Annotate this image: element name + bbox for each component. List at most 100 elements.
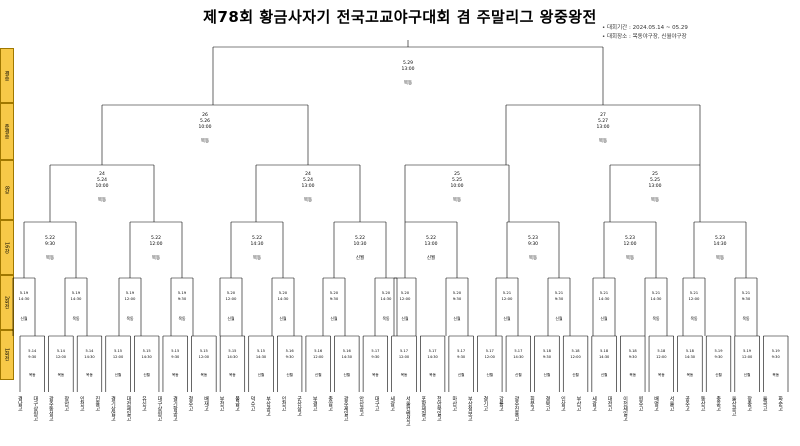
r1-venue: 신월 <box>572 372 579 377</box>
r2-time: 14:30 <box>381 296 393 301</box>
team-name: 서울고 <box>669 395 675 411</box>
r1-date: 5.15 <box>228 349 236 353</box>
r1-venue: 신월 <box>458 372 465 377</box>
round-label: 2회전 <box>0 275 14 330</box>
r1-venue: 신월 <box>315 372 322 377</box>
team-name: 부산정보고 <box>467 396 473 421</box>
team-name: 경기상업고 <box>110 395 116 421</box>
team-name: 부산고 <box>575 396 581 411</box>
r1-date: 5.18 <box>572 349 581 353</box>
team-name: 대구고 <box>374 395 380 411</box>
team-name: 포항제철고 <box>420 396 426 421</box>
r2-date: 5.19 <box>72 290 81 295</box>
r1-date: 5.15 <box>257 349 265 353</box>
r16-match-time: 14:30 <box>714 241 727 247</box>
r2-venue: 신월 <box>504 316 511 321</box>
r16-match-date: 5.22 <box>151 235 161 241</box>
r1-venue: 신월 <box>286 372 293 377</box>
team-name: 진흥고 <box>94 395 100 411</box>
r2-venue: 신월 <box>601 316 608 321</box>
r1-date: 5.15 <box>114 349 122 353</box>
r2-venue: 목동 <box>691 316 698 321</box>
qf-match-venue: 목동 <box>453 197 461 203</box>
r1-venue: 신월 <box>544 372 551 377</box>
r16-match-venue: 목동 <box>152 255 160 261</box>
r16-match-venue: 신월 <box>356 254 364 261</box>
r2-time: 12:00 <box>125 296 137 301</box>
qf-match-date: 5.24 <box>97 177 107 183</box>
team-name: 청주고 <box>187 396 193 411</box>
r1-date: 5.18 <box>686 349 695 353</box>
tournament-period: • 대회기간 : 2024.05.14 ~ 05.29 <box>602 25 688 31</box>
r2-time: 12:00 <box>226 296 238 301</box>
r2-venue: 신월 <box>228 316 235 321</box>
r1-time: 14:30 <box>84 355 95 359</box>
r1-venue: 목동 <box>229 373 236 377</box>
r16-match-time: 9:30 <box>528 241 538 247</box>
semi-left-match-number: 26 <box>202 112 208 118</box>
team-name: 안산공고 <box>358 395 364 416</box>
r2-venue: 신월 <box>454 316 461 321</box>
r2-time: 12:00 <box>502 296 514 301</box>
r1-time: 9:30 <box>543 355 552 359</box>
r2-date: 5.19 <box>20 290 29 295</box>
semi-left-match-time: 10:00 <box>199 124 212 130</box>
team-name: 인천고 <box>281 395 287 411</box>
r2-time: 12:00 <box>400 296 412 301</box>
r2-time: 9:30 <box>742 296 751 301</box>
r1-time: 9:30 <box>714 355 723 359</box>
r2-date: 5.21 <box>652 290 661 295</box>
team-name: 경남고 <box>17 395 23 411</box>
r16-match-venue: 목동 <box>529 255 537 261</box>
r1-date: 5.16 <box>314 349 323 353</box>
r2-venue: 신월 <box>402 316 409 321</box>
r16-match-time: 14:30 <box>251 241 264 247</box>
team-name: 장안고 <box>63 395 69 411</box>
r2-venue: 목동 <box>73 316 80 321</box>
semi-right-match-number: 27 <box>600 112 606 118</box>
r2-date: 5.21 <box>555 290 564 295</box>
qf-match-time: 13:00 <box>302 183 315 189</box>
r1-time: 9:30 <box>371 355 380 359</box>
r1-date: 5.19 <box>772 349 781 353</box>
r16-match-date: 5.23 <box>625 235 635 241</box>
team-name: 동산고 <box>700 396 706 411</box>
team-name: 원주고 <box>638 395 644 411</box>
semi-right-match-time: 13:00 <box>597 124 610 130</box>
r1-date: 5.15 <box>143 349 151 353</box>
r1-venue: 신월 <box>258 372 265 377</box>
r1-time: 12:00 <box>656 355 667 359</box>
r1-time: 12:00 <box>742 355 753 359</box>
qf-match-number: 24 <box>305 171 311 177</box>
team-name: 부천고 <box>219 396 225 411</box>
r16-match-date: 5.22 <box>45 235 55 241</box>
page-title: 제78회 황금사자기 전국고교야구대회 겸 주말리그 왕중왕전 <box>203 8 597 26</box>
r2-time: 12:00 <box>689 296 701 301</box>
r2-time: 9:30 <box>453 296 462 301</box>
team-name: 대구상원고 <box>156 395 162 421</box>
r16-match-venue: 목동 <box>626 255 634 261</box>
r2-venue: 신월 <box>21 316 28 321</box>
team-name: 공주고 <box>684 396 690 411</box>
r1-time: 12:00 <box>56 355 67 359</box>
semi-right-match-venue: 목동 <box>599 138 607 144</box>
team-name: 화순고 <box>777 396 783 411</box>
r1-date: 5.14 <box>57 349 66 353</box>
semi-left-match-venue: 목동 <box>201 138 209 144</box>
r1-date: 5.18 <box>543 349 552 353</box>
r1-date: 5.18 <box>600 349 609 353</box>
r2-date: 5.21 <box>742 290 751 295</box>
qf-match-date: 5.24 <box>303 177 313 183</box>
r2-venue: 목동 <box>653 316 660 321</box>
r16-match-time: 12:00 <box>150 241 163 247</box>
r2-venue: 목동 <box>743 316 750 321</box>
r1-venue: 목동 <box>401 373 408 377</box>
team-name: 휘문고 <box>529 395 535 411</box>
r1-date: 5.18 <box>629 349 638 353</box>
r1-venue: 신월 <box>515 372 522 377</box>
r1-time: 9:30 <box>457 355 466 359</box>
team-name: 마산고 <box>451 395 457 411</box>
r1-date: 5.17 <box>514 349 522 353</box>
r1-date: 5.14 <box>28 349 37 353</box>
r2-time: 9:30 <box>178 296 187 301</box>
